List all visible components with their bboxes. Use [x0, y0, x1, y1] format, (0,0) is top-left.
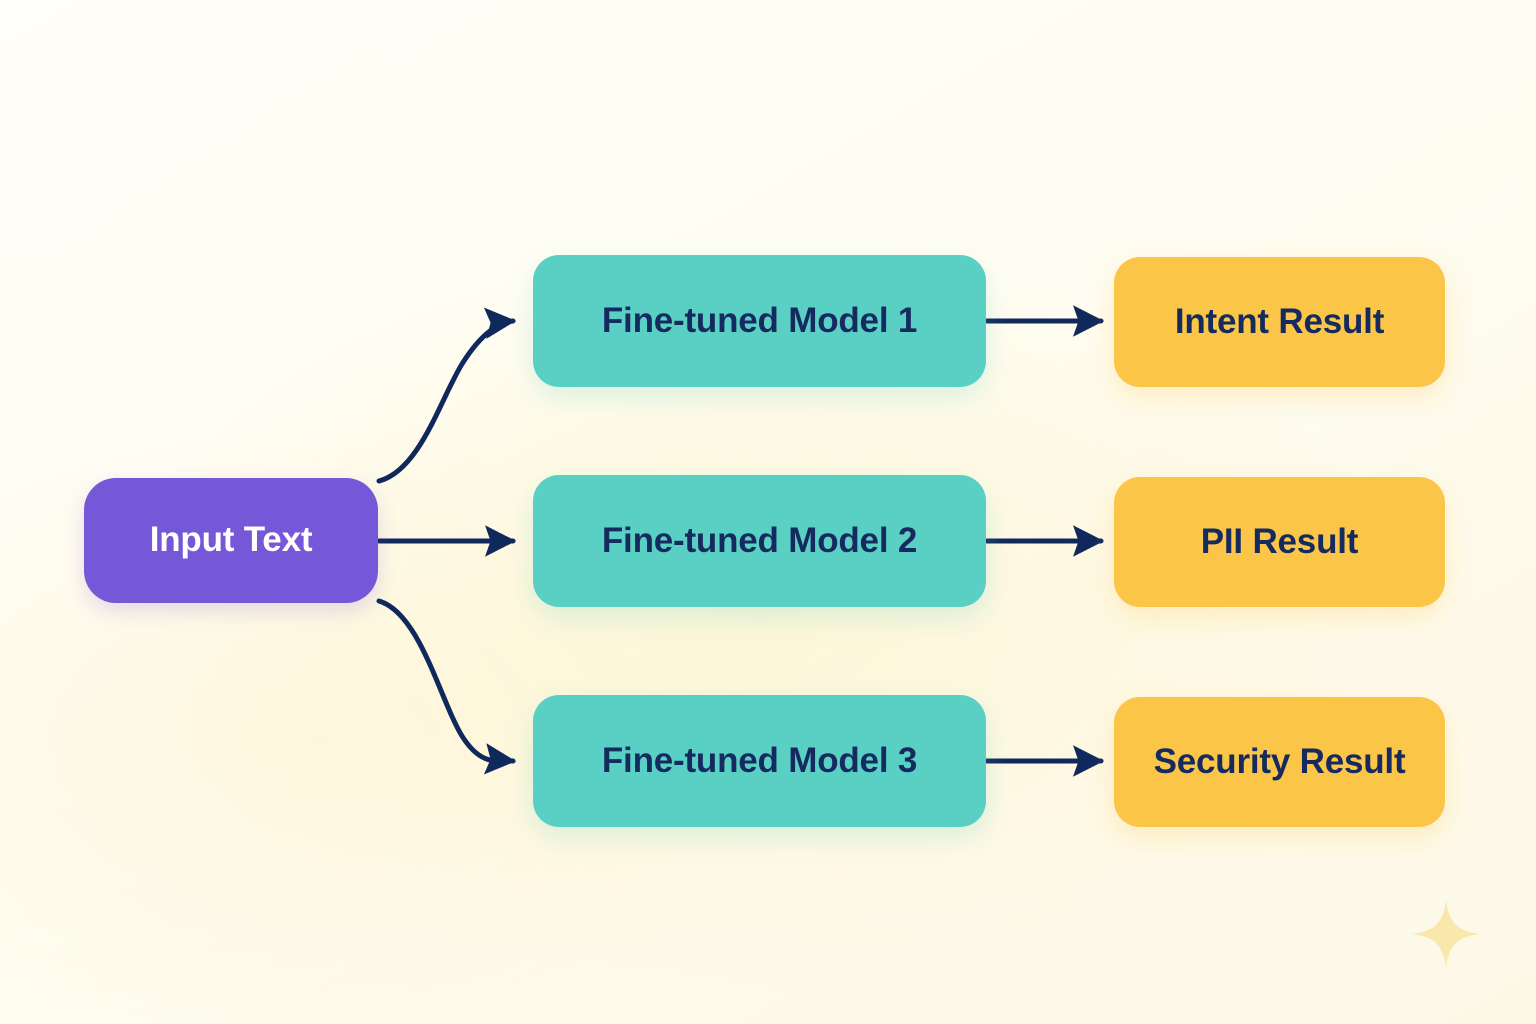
node-pii-result-label: PII Result	[1200, 521, 1359, 561]
node-fine-tuned-model-1[interactable]: Fine-tuned Model 1	[533, 255, 986, 387]
sparkle-icon	[1412, 900, 1480, 968]
node-security-result-label: Security Result	[1153, 741, 1406, 781]
node-security-result[interactable]: Security Result	[1114, 697, 1445, 827]
node-fine-tuned-model-2-label: Fine-tuned Model 2	[601, 520, 918, 560]
node-intent-result[interactable]: Intent Result	[1114, 257, 1445, 387]
node-fine-tuned-model-2[interactable]: Fine-tuned Model 2	[533, 475, 986, 607]
node-fine-tuned-model-3[interactable]: Fine-tuned Model 3	[533, 695, 986, 827]
node-intent-result-label: Intent Result	[1174, 301, 1385, 341]
edge-input-to-model-1	[376, 307, 516, 484]
node-input-text[interactable]: Input Text	[84, 478, 378, 603]
node-fine-tuned-model-3-label: Fine-tuned Model 3	[601, 740, 918, 780]
edge-input-to-model-3	[376, 598, 516, 775]
node-pii-result[interactable]: PII Result	[1114, 477, 1445, 607]
node-input-text-label: Input Text	[149, 520, 313, 560]
node-fine-tuned-model-1-label: Fine-tuned Model 1	[601, 300, 918, 340]
